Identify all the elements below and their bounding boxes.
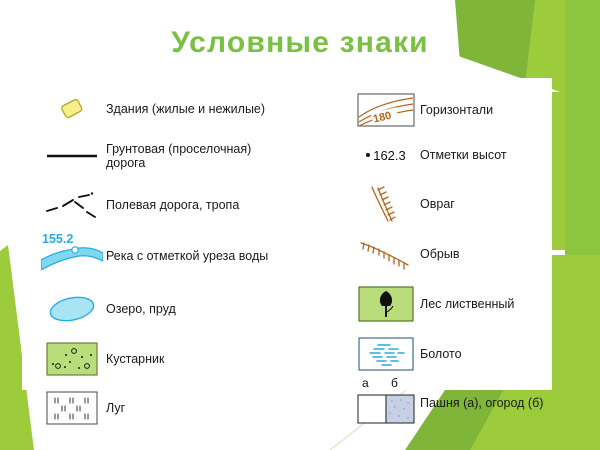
legend-label: Отметки высот [420, 147, 507, 162]
legend-label: Овраг [420, 196, 455, 211]
shrub-box-icon [38, 334, 106, 384]
legend-item-cliff[interactable]: Обрыв [352, 230, 592, 278]
legend-column-right: 180 Горизонтали 162.3 Отметки высот [352, 88, 592, 428]
cell-label-b: б [391, 376, 398, 390]
elevation-dot-icon: 162.3 [352, 132, 420, 178]
contour-lines-icon: 180 [352, 88, 420, 132]
legend-label: Лес лиственный [420, 296, 515, 311]
legend-item-arable-garden[interactable]: а б Пашня (а), огород (б) [352, 376, 592, 428]
legend-label: Здания (жилые и нежилые) [106, 101, 266, 116]
legend-item-contours[interactable]: 180 Горизонтали [352, 88, 592, 132]
cliff-icon [352, 230, 420, 278]
legend-item-shrub[interactable]: Кустарник [38, 334, 328, 384]
dashed-path-icon [38, 182, 106, 228]
legend-column-left: Здания (жилые и нежилые) Грунтовая (прос… [38, 88, 328, 432]
legend-item-ravine[interactable]: Овраг [352, 178, 592, 230]
legend-item-meadow[interactable]: Луг [38, 384, 328, 432]
legend-label: Озеро, пруд [106, 301, 176, 316]
elevation-value: 162.3 [373, 147, 406, 163]
legend-item-river[interactable]: 155.2 Река с отметкой уреза воды [38, 228, 328, 284]
arable-garden-box-icon: а б [352, 376, 420, 428]
swamp-box-icon [352, 330, 420, 378]
building-rect-icon [38, 88, 106, 130]
legend-label: Кустарник [106, 351, 165, 366]
legend-item-buildings[interactable]: Здания (жилые и нежилые) [38, 88, 328, 130]
legend-label: Луг [106, 400, 126, 415]
legend-label: Обрыв [420, 246, 460, 261]
cell-label-a: а [362, 376, 369, 390]
ravine-icon [352, 178, 420, 230]
legend-item-field-path[interactable]: Полевая дорога, тропа [38, 182, 328, 228]
legend-item-dirt-road[interactable]: Грунтовая (проселочная) дорога [38, 130, 328, 182]
legend-item-deciduous-forest[interactable]: Лес лиственный [352, 278, 592, 330]
page-title: Условные знаки [171, 26, 429, 59]
solid-line-icon [38, 130, 106, 182]
river-water-level-value: 155.2 [42, 232, 73, 246]
forest-tree-box-icon [352, 278, 420, 330]
legend-label: Пашня (а), огород (б) [420, 395, 544, 410]
legend-item-elevation-marks[interactable]: 162.3 Отметки высот [352, 132, 592, 178]
legend-item-swamp[interactable]: Болото [352, 330, 592, 378]
contour-elevation-value: 180 [372, 110, 393, 126]
lake-ellipse-icon [38, 284, 106, 334]
legend-label: Грунтовая (проселочная) дорога [106, 142, 252, 170]
legend-label: Полевая дорога, тропа [106, 197, 240, 212]
elevation-dot [366, 153, 371, 157]
legend-label: Горизонтали [420, 102, 494, 117]
legend-label: Река с отметкой уреза воды [106, 248, 269, 263]
legend-item-lake[interactable]: Озеро, пруд [38, 284, 328, 334]
meadow-box-icon [38, 384, 106, 432]
legend-label: Болото [420, 346, 462, 361]
river-icon: 155.2 [38, 228, 106, 284]
